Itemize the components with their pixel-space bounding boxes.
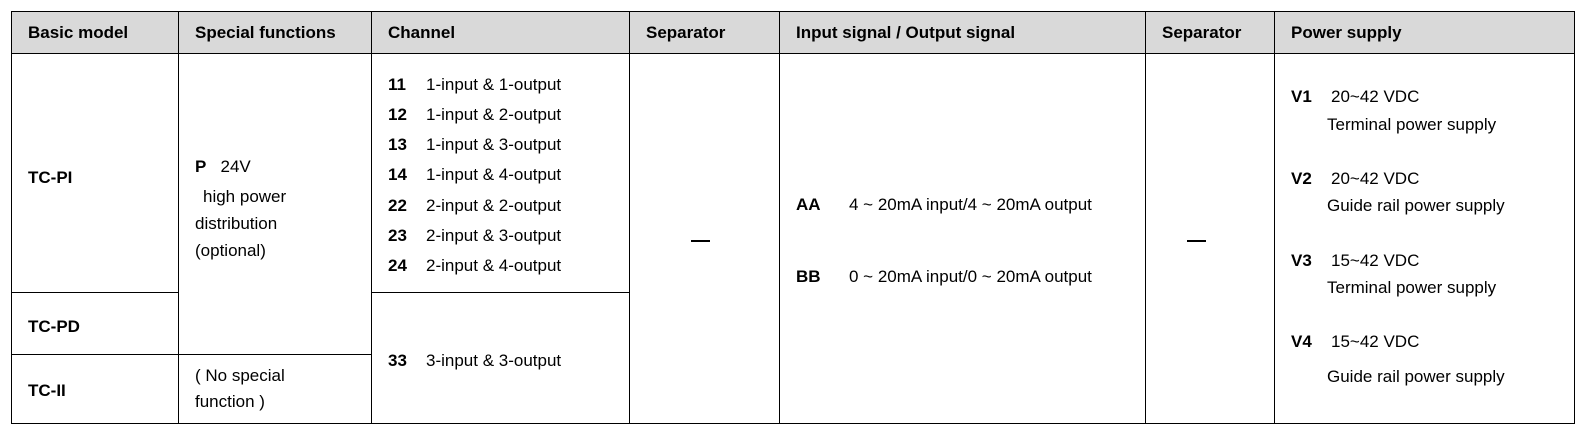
separator-dash-2: [1187, 240, 1206, 242]
signal-desc-bb: 0 ~ 20mA input/0 ~ 20mA output: [849, 267, 1092, 286]
special-none-line1: ( No special: [195, 366, 285, 385]
model-tc-ii: TC-II: [28, 381, 66, 400]
signal-code-bb: BB: [796, 267, 821, 286]
header-row: [12, 12, 1574, 54]
special-p-option: P 24V: [195, 157, 251, 177]
header-basic-model: Basic model: [28, 23, 129, 42]
power-code-v2: V2: [1291, 169, 1312, 188]
power-voltage-v3: 15~42 VDC: [1331, 251, 1420, 270]
special-p-line1: high power: [203, 187, 287, 206]
channel-code: 14: [388, 165, 407, 184]
channel-code: 13: [388, 135, 407, 154]
row-divider-pd-ii: [12, 354, 371, 355]
signal-code-aa: AA: [796, 195, 821, 214]
col-rule-2: [371, 12, 372, 423]
power-code-v3: V3: [1291, 251, 1312, 270]
special-p-voltage: 24V: [220, 157, 251, 176]
channel-code: 24: [388, 256, 407, 275]
header-channel: Channel: [388, 23, 456, 42]
col-rule-1: [178, 12, 179, 423]
channel-desc: 2-input & 4-output: [426, 256, 562, 275]
power-voltage-v1: 20~42 VDC: [1331, 87, 1420, 106]
col-rule-4: [779, 12, 780, 423]
model-selection-table: Basic model Special functions Channel Se…: [11, 11, 1575, 424]
channel-desc: 1-input & 2-output: [426, 105, 562, 124]
channel-desc: 1-input & 4-output: [426, 165, 562, 184]
power-desc-v4: Guide rail power supply: [1327, 367, 1505, 386]
channel-desc: 1-input & 1-output: [426, 75, 562, 94]
special-p-line2: distribution: [195, 214, 278, 233]
row-divider-pi-pd: [12, 292, 178, 293]
channel-33-code: 33: [388, 351, 407, 370]
channel-divider: [371, 292, 629, 293]
header-bottom-rule: [12, 53, 1574, 54]
col-rule-5: [1145, 12, 1146, 423]
model-tc-pi: TC-PI: [28, 168, 73, 187]
header-separator-1: Separator: [646, 23, 726, 42]
special-p-line3: (optional): [195, 241, 266, 260]
separator-dash-1: [691, 240, 710, 242]
channel-desc: 2-input & 3-output: [426, 226, 562, 245]
channel-code: 23: [388, 226, 407, 245]
header-io-signal: Input signal / Output signal: [796, 23, 1016, 42]
col-rule-3: [629, 12, 630, 423]
power-voltage-v4: 15~42 VDC: [1331, 332, 1420, 351]
model-tc-pd: TC-PD: [28, 317, 80, 336]
col-rule-6: [1274, 12, 1275, 423]
power-code-v4: V4: [1291, 332, 1312, 351]
special-none-line2: function ): [195, 392, 265, 411]
power-desc-v3: Terminal power supply: [1327, 278, 1497, 297]
special-p-code: P: [195, 157, 207, 176]
header-separator-2: Separator: [1162, 23, 1242, 42]
power-code-v1: V1: [1291, 87, 1312, 106]
signal-desc-aa: 4 ~ 20mA input/4 ~ 20mA output: [849, 195, 1092, 214]
header-power-supply: Power supply: [1291, 23, 1402, 42]
power-voltage-v2: 20~42 VDC: [1331, 169, 1420, 188]
channel-code: 12: [388, 105, 407, 124]
channel-desc: 1-input & 3-output: [426, 135, 562, 154]
channel-code: 22: [388, 196, 407, 215]
channel-desc: 2-input & 2-output: [426, 196, 562, 215]
power-desc-v2: Guide rail power supply: [1327, 196, 1505, 215]
channel-33-desc: 3-input & 3-output: [426, 351, 562, 370]
power-desc-v1: Terminal power supply: [1327, 115, 1497, 134]
header-special-functions: Special functions: [195, 23, 336, 42]
channel-code: 11: [388, 75, 406, 94]
